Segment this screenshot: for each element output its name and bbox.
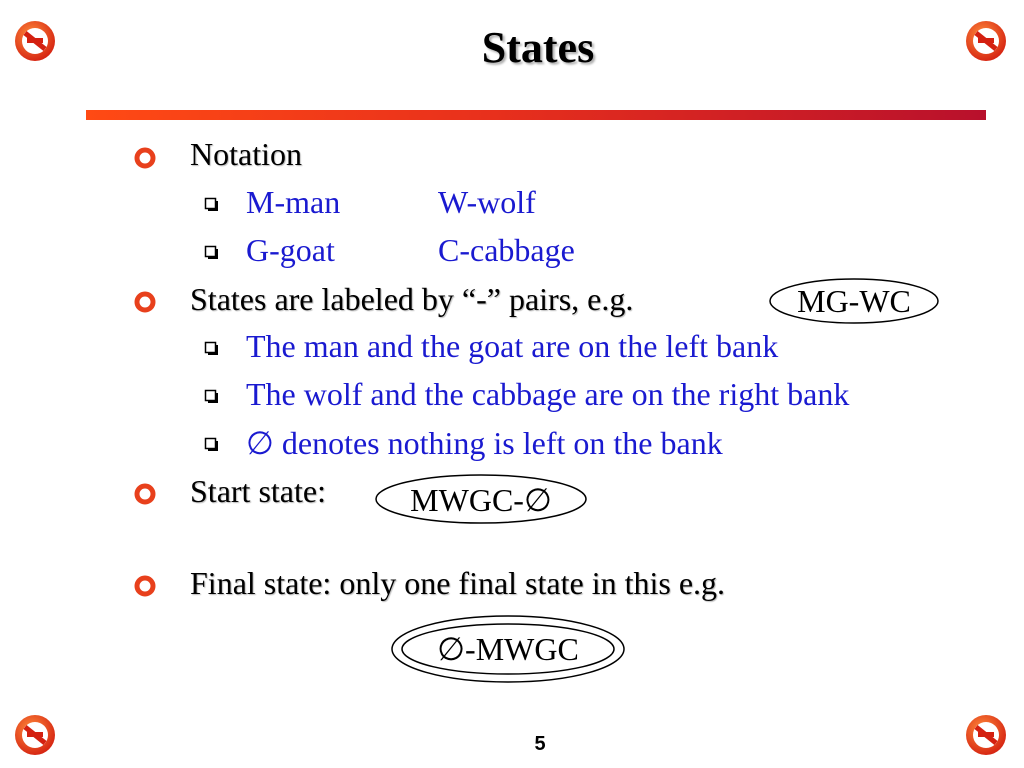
labels-heading: States are labeled by “-” pairs, e.g. bbox=[190, 281, 634, 317]
notation-goat: G-goat bbox=[246, 232, 335, 268]
circle-bullet-icon bbox=[134, 483, 156, 505]
notation-cabbage: C-cabbage bbox=[438, 232, 575, 268]
circle-bullet-icon bbox=[134, 291, 156, 313]
notation-man: M-man bbox=[246, 184, 341, 220]
no-symbol-icon bbox=[966, 21, 1006, 61]
no-symbol-icon bbox=[966, 715, 1006, 755]
square-bullet-icon bbox=[204, 389, 218, 403]
slide-title: States bbox=[481, 23, 595, 72]
square-bullet-icon bbox=[204, 341, 218, 355]
circle-bullet-icon bbox=[134, 147, 156, 169]
page-number: 5 bbox=[534, 733, 546, 755]
empty-set-symbol: ∅ bbox=[246, 425, 274, 461]
square-bullet-icon bbox=[204, 245, 218, 259]
start-state-label: MWGC-∅ bbox=[410, 482, 552, 518]
no-symbol-icon bbox=[15, 715, 55, 755]
no-symbol-icon bbox=[15, 21, 55, 61]
empty-set-desc: denotes nothing is left on the bank bbox=[281, 425, 723, 461]
start-heading: Start state: bbox=[190, 473, 326, 509]
state-example-label: MG-WC bbox=[797, 283, 911, 319]
labels-sub-empty-set: ∅ denotes nothing is left on the bank bbox=[246, 424, 723, 462]
labels-sub-right-bank: The wolf and the cabbage are on the righ… bbox=[246, 376, 850, 412]
circle-bullet-icon bbox=[134, 575, 156, 597]
title-rule bbox=[86, 110, 986, 120]
state-ellipse bbox=[769, 278, 939, 324]
square-bullet-icon bbox=[204, 197, 218, 211]
final-heading: Final state: only one final state in thi… bbox=[190, 565, 726, 601]
start-state-ellipse bbox=[375, 474, 587, 524]
final-state-label: ∅-MWGC bbox=[437, 631, 579, 667]
labels-sub-left-bank: The man and the goat are on the left ban… bbox=[246, 328, 779, 364]
square-bullet-icon bbox=[204, 437, 218, 451]
notation-wolf: W-wolf bbox=[438, 184, 536, 220]
final-state-double-ellipse bbox=[391, 615, 625, 683]
notation-heading: Notation bbox=[190, 136, 302, 172]
